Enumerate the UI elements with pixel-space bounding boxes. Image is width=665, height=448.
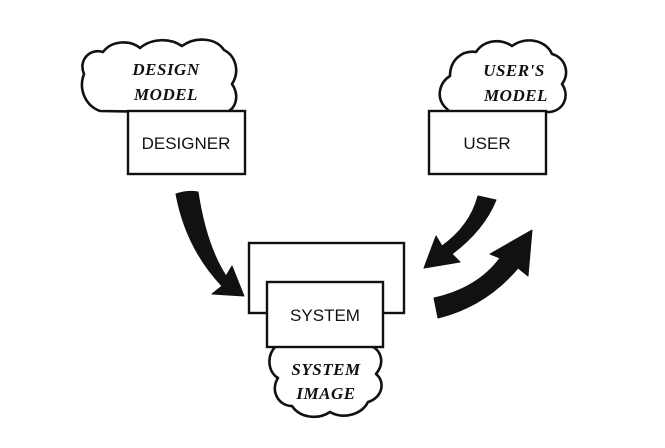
user-to-system-arrow [423,195,497,269]
system-image-label-line-1: SYSTEM [291,360,361,379]
users-model-cloud-shape [438,39,568,114]
system-box-frame [265,280,385,349]
system-image-label-line-2: IMAGE [295,384,355,403]
designer-box: DESIGNER [126,109,247,176]
design-model-cloud-shape [80,38,238,115]
design-model-label-line-1: DESIGN [131,60,199,79]
system-label: SYSTEM [290,306,360,325]
user-box: USER [427,109,548,176]
user-box-frame [427,109,548,176]
system-image-cloud-shape [268,344,383,419]
designer-box-frame [126,109,247,176]
system-image-cloud: SYSTEM IMAGE [268,344,383,419]
system-to-user-arrow [433,229,533,319]
users-model-label-line-2: MODEL [483,86,548,105]
users-model-cloud: USER'S MODEL [438,39,568,114]
users-model-label-line-1: USER'S [483,61,545,80]
system-box: SYSTEM [265,280,385,349]
user-label: USER [463,134,510,153]
designer-label: DESIGNER [142,134,231,153]
design-model-cloud: DESIGN MODEL [80,38,238,115]
design-model-label-line-2: MODEL [133,85,198,104]
designer-to-system-arrow [175,190,245,297]
